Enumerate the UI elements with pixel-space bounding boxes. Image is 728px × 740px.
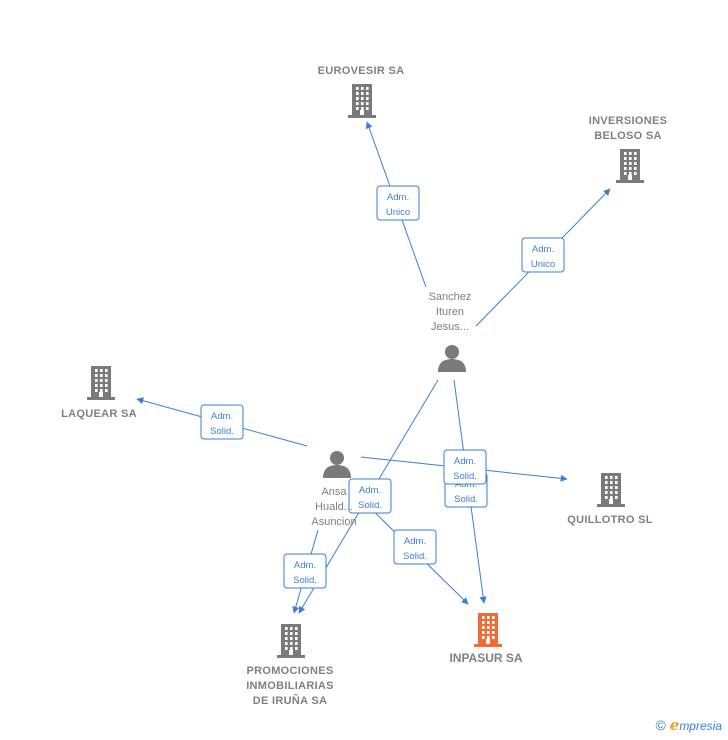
building-icon <box>348 84 376 118</box>
edge-label-ansa-to-quillotro[interactable]: Adm. Solid. <box>443 449 487 485</box>
edge-labels-layer: Adm.UnicoAdm.UnicoAdm.Solid.Adm.Solid.Ad… <box>200 185 565 589</box>
building-icon <box>277 624 305 658</box>
node-label-inpasur: INPASUR SA <box>449 651 522 665</box>
edge-label-sanchez-to-promociones[interactable]: Adm. Solid. <box>348 478 392 514</box>
node-label-sanchez: Ituren <box>436 306 464 318</box>
node-label-inversiones: INVERSIONES <box>589 115 668 127</box>
edge-label-sanchez-to-eurovesir[interactable]: Adm. Unico <box>376 185 420 221</box>
copyright-icon: © <box>655 717 666 733</box>
edge-label-text: Solid. <box>403 551 427 562</box>
edge-label-text: Adm. <box>359 485 381 496</box>
node-label-ansa: Asuncion <box>311 516 356 528</box>
nodes-layer: EUROVESIR SA INVERSIONES BELOSO SA LAQUEAR … <box>61 65 667 707</box>
node-quillotro[interactable]: QUILLOTRO SL <box>567 473 652 526</box>
node-laquear[interactable]: LAQUEAR SA <box>61 366 137 420</box>
node-inpasur[interactable]: INPASUR SA <box>449 613 523 665</box>
edge-label-text: Solid. <box>453 471 477 482</box>
brand-initial: e <box>669 716 680 734</box>
edge-label-text: Adm. <box>404 536 426 547</box>
edge-label-text: Solid. <box>210 426 234 437</box>
node-inversiones[interactable]: INVERSIONES BELOSO SA <box>589 115 668 183</box>
edge-label-text: Solid. <box>454 494 478 505</box>
building-icon <box>87 366 115 400</box>
node-label-promociones: INMOBILIARIAS <box>246 680 334 692</box>
node-label-laquear: LAQUEAR SA <box>61 408 137 420</box>
edge-label-text: Adm. <box>387 192 409 203</box>
edge-label-text: Solid. <box>293 575 317 586</box>
building-icon <box>597 473 625 507</box>
edge-label-text: Adm. <box>294 560 316 571</box>
building-icon <box>616 149 644 183</box>
building-icon <box>474 613 502 647</box>
person-icon <box>323 451 351 478</box>
footer-brand[interactable]: © empresia <box>655 716 722 734</box>
node-label-sanchez: Sanchez <box>429 291 472 303</box>
node-label-sanchez: Jesus... <box>431 321 469 333</box>
node-label-promociones: PROMOCIONES <box>246 665 333 677</box>
node-label-ansa: Ansa <box>321 486 347 498</box>
node-label-ansa: Huald... <box>315 501 353 513</box>
edge-label-ansa-to-inpasur[interactable]: Adm. Solid. <box>393 529 437 565</box>
edge-label-ansa-to-promociones[interactable]: Adm. Solid. <box>283 553 327 589</box>
edge-label-text: Adm. <box>454 456 476 467</box>
edge-label-sanchez-to-inversiones[interactable]: Adm. Unico <box>521 237 565 273</box>
node-label-promociones: DE IRUÑA SA <box>253 694 327 707</box>
node-promociones[interactable]: PROMOCIONES INMOBILIARIAS DE IRUÑA SA <box>246 624 334 707</box>
node-eurovesir[interactable]: EUROVESIR SA <box>318 65 405 118</box>
node-sanchez[interactable]: SanchezIturenJesus... <box>429 291 472 372</box>
edge-label-text: Solid. <box>358 500 382 511</box>
node-label-quillotro: QUILLOTRO SL <box>567 514 652 526</box>
edge-label-ansa-to-laquear[interactable]: Adm. Solid. <box>200 404 244 440</box>
brand-name: mpresia <box>679 719 722 733</box>
node-label-eurovesir: EUROVESIR SA <box>318 65 405 77</box>
edge-label-text: Unico <box>386 207 410 218</box>
edge-label-text: Adm. <box>532 244 554 255</box>
node-label-inversiones: BELOSO SA <box>594 130 662 142</box>
edge-label-text: Unico <box>531 259 555 270</box>
person-icon <box>438 345 466 372</box>
edge-label-text: Adm. <box>211 411 233 422</box>
edges-layer <box>136 121 611 614</box>
